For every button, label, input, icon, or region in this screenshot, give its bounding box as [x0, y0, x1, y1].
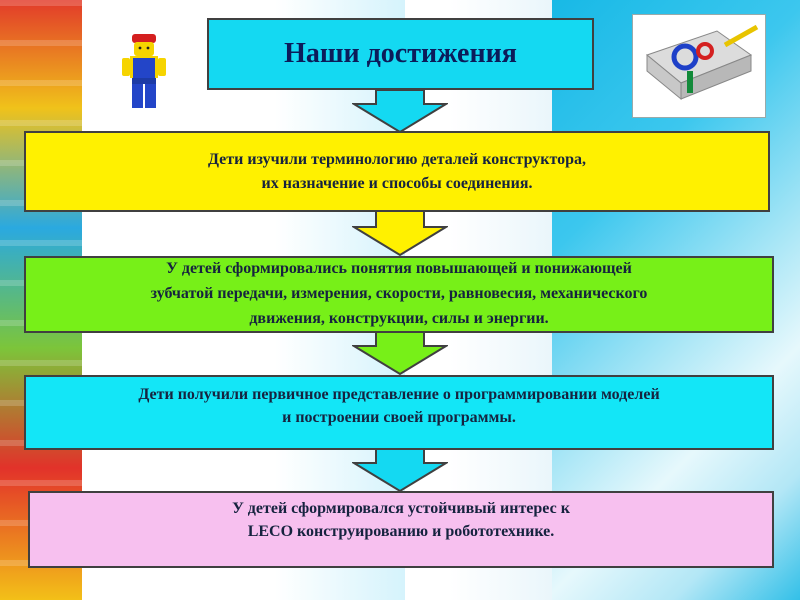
achievement-text-4: У детей сформировался устойчивый интерес…	[232, 500, 570, 541]
achievement-box-1: Дети изучили терминологию деталей констр…	[24, 131, 770, 212]
arrow-down-3	[352, 332, 448, 376]
lego-gear-model-icon	[645, 24, 759, 101]
page-title: Наши достижения	[207, 18, 594, 90]
arrow-down-4	[352, 449, 448, 493]
lego-gear-model-image	[632, 14, 766, 118]
achievement-text-1: Дети изучили терминологию деталей констр…	[207, 151, 587, 192]
achievement-text-2: У детей сформировались понятия повышающе…	[150, 260, 648, 327]
achievement-box-3: Дети получили первичное представление о …	[24, 375, 774, 450]
page-title-text: Наши достижения	[284, 37, 517, 69]
achievement-text-3: Дети получили первичное представление о …	[138, 386, 660, 427]
achievement-box-4: У детей сформировался устойчивый интерес…	[28, 491, 774, 568]
arrow-down-1	[352, 90, 448, 134]
lego-minifigure-icon	[122, 34, 166, 108]
achievement-box-2: У детей сформировались понятия повышающе…	[24, 256, 774, 333]
arrow-down-2	[352, 211, 448, 257]
